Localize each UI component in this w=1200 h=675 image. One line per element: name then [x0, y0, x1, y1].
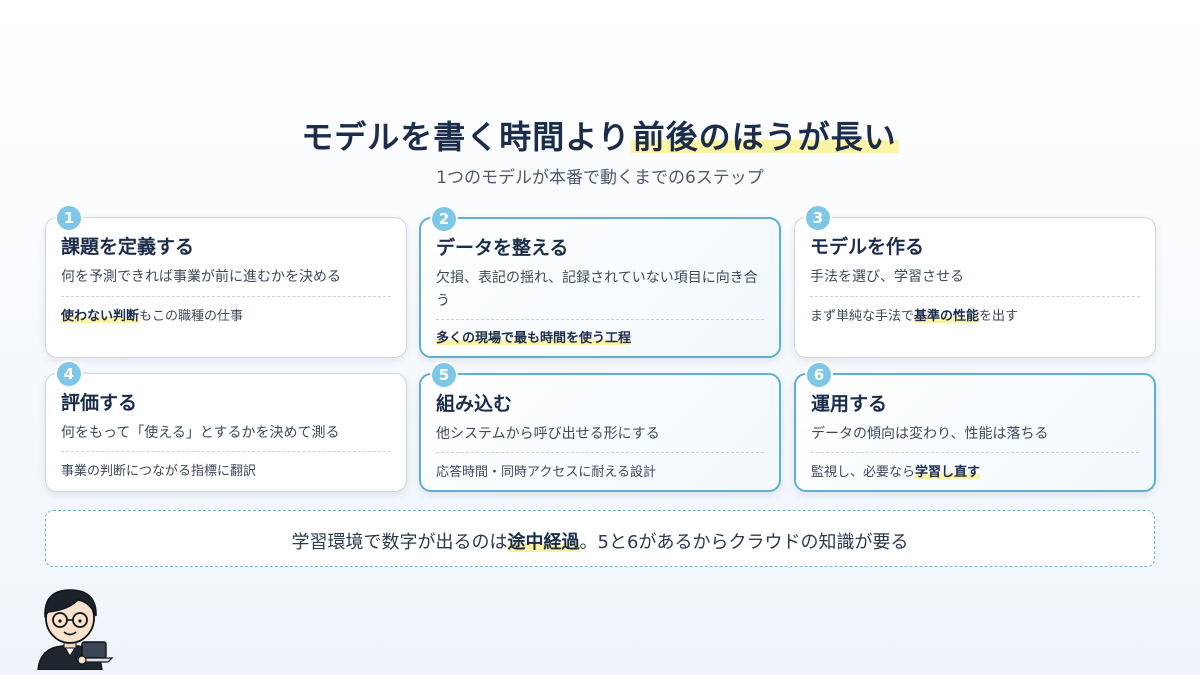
- takeaway-highlight: 途中経過: [507, 532, 580, 553]
- takeaway-post: 。5と6があるからクラウドの知識が要る: [579, 532, 909, 553]
- step-description: データの傾向は変わり、性能は落ちる: [811, 426, 1049, 442]
- step-card-3: 3 モデルを作る 手法を選び、学習させる まず単純な手法で基準の性能を出す: [794, 206, 1156, 358]
- step-description: 何を予測できれば事業が前に進むかを決める: [61, 269, 341, 285]
- step-title: 組み込む: [436, 393, 513, 415]
- page-subtitle: 1つのモデルが本番で動くまでの6ステップ: [436, 168, 764, 188]
- step-divider: [436, 319, 764, 320]
- step-divider: [811, 452, 1139, 453]
- step-divider: [61, 296, 391, 297]
- step-title: 課題を定義する: [61, 236, 195, 258]
- step-title: 運用する: [811, 393, 888, 415]
- step-divider: [61, 451, 391, 452]
- step-divider: [810, 296, 1140, 297]
- step-divider: [436, 452, 764, 453]
- note-highlight: 多くの現場で最も時間を使う工程: [436, 331, 632, 346]
- takeaway-pre: 学習環境で数字が出るのは: [291, 532, 508, 553]
- note-pre: まず単純な手法で: [810, 309, 915, 324]
- takeaway-text: 学習環境で数字が出るのは途中経過。5と6があるからクラウドの知識が要る: [46, 528, 1154, 554]
- step-card-6: 6 運用する データの傾向は変わり、性能は落ちる 監視し、必要なら学習し直す: [794, 363, 1156, 492]
- step-number-badge: 3: [806, 206, 830, 230]
- step-title: 評価する: [61, 392, 138, 414]
- step-card-2: 2 データを整える 欠損、表記の揺れ、記録されていない項目に向き合う 多くの現場…: [419, 207, 781, 358]
- note-pre: 監視し、必要なら: [811, 465, 916, 480]
- note-highlight: 使わない判断: [61, 309, 140, 324]
- note-post: もこの職種の仕事: [139, 309, 244, 324]
- step-note: 事業の判断につながる指標に翻訳: [61, 464, 257, 479]
- step-card-5: 5 組み込む 他システムから呼び出せる形にする 応答時間・同時アクセスに耐える設…: [419, 363, 781, 492]
- step-note: まず単純な手法で基準の性能を出す: [810, 305, 1141, 324]
- step-number-badge: 2: [432, 207, 456, 231]
- step-number-badge: 6: [807, 363, 831, 387]
- title-highlight: 前後のほうが長い: [630, 118, 899, 156]
- step-title: モデルを作る: [810, 236, 925, 258]
- step-title: データを整える: [436, 237, 569, 259]
- step-description: 手法を選び、学習させる: [810, 269, 964, 285]
- step-note: 使わない判断もこの職種の仕事: [61, 305, 392, 324]
- step-note: 多くの現場で最も時間を使う工程: [436, 327, 765, 346]
- step-number-badge: 1: [57, 206, 81, 230]
- step-description: 何をもって「使える」とするかを決めて測る: [61, 425, 340, 441]
- title-main: モデルを書く時間より: [301, 118, 631, 156]
- step-card-1: 1 課題を定義する 何を予測できれば事業が前に進むかを決める 使わない判断もこの…: [45, 206, 407, 358]
- note-highlight: 学習し直す: [915, 465, 981, 480]
- note-highlight: 基準の性能: [914, 309, 980, 324]
- step-description: 欠損、表記の揺れ、記録されていない項目に向き合う: [436, 270, 758, 309]
- presenter-avatar-icon: [37, 589, 114, 670]
- page-title: モデルを書く時間より前後のほうが長い: [0, 112, 1200, 158]
- step-note: 応答時間・同時アクセスに耐える設計: [436, 465, 656, 480]
- step-note: 監視し、必要なら学習し直す: [811, 461, 1140, 480]
- takeaway-box: 学習環境で数字が出るのは途中経過。5と6があるからクラウドの知識が要る: [45, 510, 1155, 567]
- step-card-4: 4 評価する 何をもって「使える」とするかを決めて測る 事業の判断につながる指標…: [45, 362, 407, 492]
- step-description: 他システムから呼び出せる形にする: [436, 426, 660, 442]
- step-number-badge: 4: [57, 362, 81, 386]
- note-post: を出す: [979, 309, 1019, 324]
- step-number-badge: 5: [432, 363, 456, 387]
